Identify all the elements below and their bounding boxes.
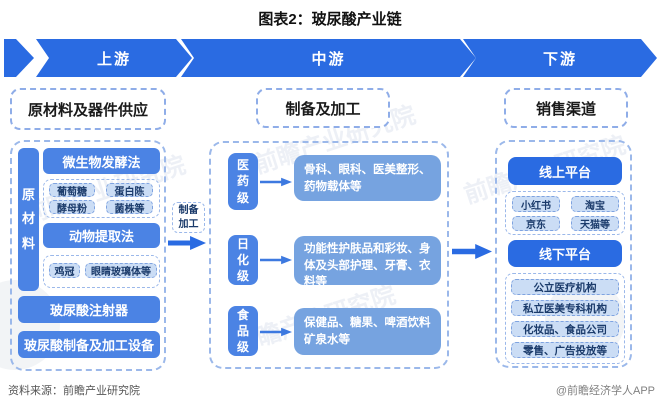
material-item-label: 菌株等: [114, 203, 145, 215]
process-connector-label: 制备加工: [178, 204, 199, 230]
channel-item-label: 淘宝: [585, 200, 605, 212]
credit-note: @前瞻经济学人APP: [556, 382, 655, 398]
equipment-box: 玻尿酸制备及加工设备: [18, 331, 160, 358]
offline-items-group: [505, 273, 625, 364]
grade-pharma-arrow-icon: [260, 177, 292, 187]
channel-item: 公立医疗机构: [511, 279, 619, 295]
material-item: 葡萄糖: [49, 183, 95, 198]
channel-item: 化妆品、食品公司: [511, 321, 619, 337]
raw-material-side-label-text: 原材料: [22, 187, 36, 251]
banner-downstream-label: 下游: [542, 50, 577, 68]
animal-extraction-box: 动物提取法: [43, 223, 160, 248]
raw-material-side-label: 原材料: [18, 148, 39, 291]
material-item-label: 酵母粉: [57, 203, 87, 215]
animal-extraction-label: 动物提取法: [68, 229, 134, 244]
channel-item: 淘宝: [571, 196, 619, 212]
fermentation-method-label: 微生物发酵法: [62, 154, 141, 170]
midstream-to-downstream-arrow-icon: [452, 244, 492, 259]
material-item-label: 鸡冠: [54, 267, 75, 278]
online-items-group: [505, 191, 625, 235]
material-item-label: 眼睛玻璃体等: [91, 267, 151, 278]
grade-pharma-label: 医药级: [237, 158, 250, 205]
material-item: 鸡冠: [49, 263, 80, 278]
material-item-label: 葡萄糖: [57, 186, 87, 198]
banner-midstream-label: 中游: [311, 50, 346, 68]
food-applications-box: 保健品、糖果、啤酒饮料 矿泉水等: [294, 308, 441, 355]
channel-item-label: 化妆品、食品公司: [523, 323, 607, 336]
pharma-applications-box: 骨科、眼科、医美整形、药物载体等: [294, 155, 441, 201]
section-header-downstream: 销售渠道: [504, 88, 628, 128]
upstream-panel: [10, 140, 166, 371]
channel-item: 天猫等: [571, 216, 619, 231]
fermentation-items-group: [43, 179, 160, 218]
grade-daily-arrow-icon: [260, 255, 292, 265]
channel-item-label: 零售、广告投放等: [523, 344, 607, 357]
channel-item-label: 公立医疗机构: [533, 281, 597, 294]
banner-upstream-label: 上游: [96, 50, 131, 68]
animal-items-group: [43, 255, 160, 288]
channel-item: 私立医美专科机构: [511, 300, 619, 316]
source-note: 资料来源：前瞻产业研究院: [8, 382, 140, 398]
daily-applications-text: 功能性护肤品和彩妆、身体及头部护理、牙膏、衣料等: [304, 243, 431, 289]
grade-food-label: 食品级: [237, 307, 250, 355]
section-header-upstream-label: 原材料及器件供应: [27, 101, 148, 119]
offline-platform-box: 线下平台: [508, 240, 622, 267]
upstream-to-midstream-arrow-icon: [168, 236, 206, 250]
channel-item-label: 天猫等: [580, 220, 610, 231]
banner-upstream: 上游: [36, 39, 192, 77]
channel-item-label: 小红书: [521, 200, 551, 212]
material-item: 酵母粉: [49, 200, 95, 215]
food-applications-text: 保健品、糖果、啤酒饮料 矿泉水等: [304, 317, 431, 346]
midstream-panel: [209, 141, 449, 369]
channel-item: 零售、广告投放等: [511, 342, 619, 358]
grade-food-arrow-icon: [260, 327, 292, 337]
channel-item-label: 京东: [526, 220, 546, 231]
downstream-panel: [495, 140, 632, 368]
grade-food-box: 食品级: [228, 306, 258, 356]
daily-applications-box: 功能性护肤品和彩妆、身体及头部护理、牙膏、衣料等: [294, 236, 441, 289]
material-item: 菌株等: [106, 200, 153, 215]
section-header-midstream-label: 制备及加工: [285, 100, 361, 118]
material-item-label: 蛋白陈: [114, 186, 145, 198]
offline-platform-label: 线下平台: [538, 247, 591, 262]
fermentation-method-box: 微生物发酵法: [43, 148, 160, 174]
channel-item-label: 私立医美专科机构: [523, 302, 607, 315]
equipment-label: 玻尿酸制备及加工设备: [23, 338, 154, 353]
channel-item: 小红书: [512, 196, 560, 212]
channel-item: 京东: [512, 216, 560, 231]
source-note-text: 资料来源：前瞻产业研究院: [8, 385, 140, 397]
banner-downstream: 下游: [463, 39, 657, 77]
banner-lead-chevron-icon: [4, 39, 34, 77]
material-item: 蛋白陈: [106, 183, 153, 198]
section-header-midstream: 制备及加工: [256, 88, 390, 128]
syringe-label: 玻尿酸注射器: [49, 303, 128, 318]
grade-pharma-box: 医药级: [228, 153, 258, 210]
syringe-box: 玻尿酸注射器: [18, 296, 160, 323]
pharma-applications-text: 骨科、眼科、医美整形、药物载体等: [304, 164, 431, 193]
process-connector-box: 制备加工: [172, 202, 205, 233]
credit-note-text: @前瞻经济学人APP: [555, 385, 655, 397]
banner-midstream: 中游: [181, 39, 476, 77]
grade-daily-label: 日化级: [237, 236, 250, 284]
material-item: 眼睛玻璃体等: [85, 263, 157, 278]
grade-daily-box: 日化级: [228, 235, 258, 285]
page-title: 图表2：玻尿酸产业链: [258, 11, 402, 28]
online-platform-label: 线上平台: [538, 164, 591, 180]
section-header-downstream-label: 销售渠道: [535, 100, 596, 118]
section-header-upstream: 原材料及器件供应: [10, 88, 166, 130]
online-platform-box: 线上平台: [508, 157, 622, 185]
